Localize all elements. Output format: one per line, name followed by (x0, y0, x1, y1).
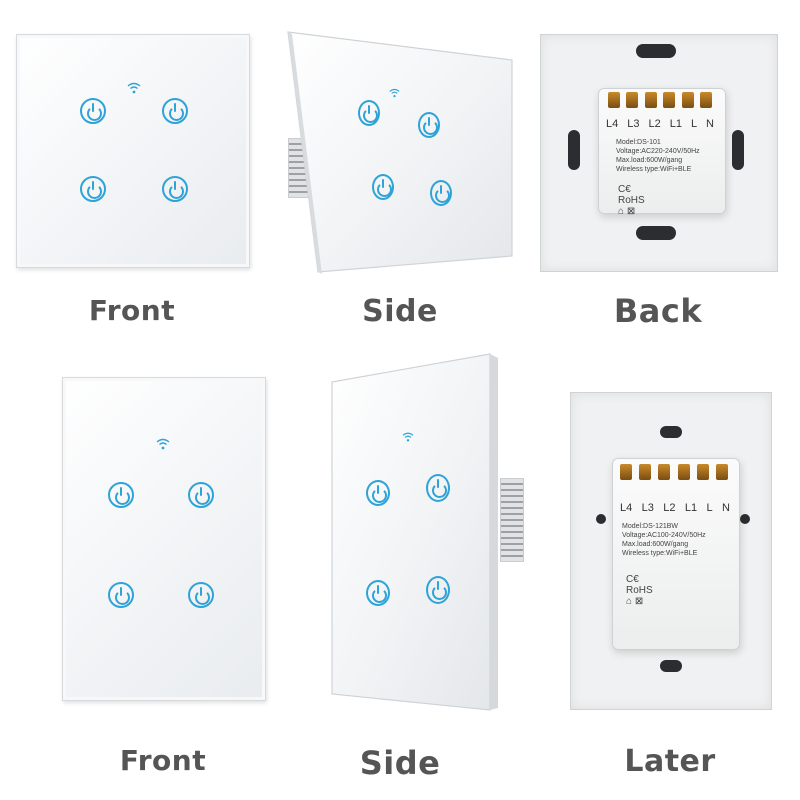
voltage-text: Voltage:AC100-240V/50Hz (622, 532, 706, 539)
max-load-text: Max.load:600W/gang (622, 541, 689, 548)
terminal-labels: L4 L3 L2 L1 L N (606, 118, 714, 130)
power-module (598, 88, 726, 214)
mount-slot (660, 660, 682, 672)
mount-slot (732, 130, 744, 170)
voltage-text: Voltage:AC220-240V/50Hz (616, 148, 700, 155)
terminal (699, 92, 712, 108)
wifi-icon (402, 432, 414, 442)
terminal (644, 92, 657, 108)
terminal (608, 92, 620, 108)
terminal (681, 92, 694, 108)
power-icon (426, 474, 450, 502)
wifi-icon (156, 438, 170, 450)
terminal-labels: L4 L3 L2 L1 L N (620, 502, 730, 514)
terminal-label: L3 (641, 502, 654, 514)
caption-bottom-later: Later (624, 744, 716, 779)
terminal (620, 464, 632, 480)
mount-slot (740, 514, 750, 524)
terminal-label: L1 (684, 502, 698, 514)
power-icon (80, 98, 106, 124)
terminal (663, 92, 676, 108)
power-icon (366, 480, 390, 506)
spec-label: Model:DS-121BW Voltage:AC100-240V/50Hz M… (622, 522, 734, 558)
model-text: Model:DS-101 (616, 139, 661, 146)
caption-top-side: Side (362, 294, 438, 329)
terminal-block (620, 464, 728, 480)
terminal-label: N (706, 118, 714, 130)
terminal-label: L1 (669, 118, 682, 130)
power-icon (162, 176, 188, 202)
terminal-label: L2 (648, 118, 661, 130)
power-icon (162, 98, 188, 124)
terminal (715, 464, 728, 480)
power-icon (426, 576, 450, 604)
max-load-text: Max.load:600W/gang (616, 157, 683, 164)
bottom-side-glass (331, 353, 498, 711)
top-side-glass (287, 31, 513, 274)
model-text: Model:DS-121BW (622, 523, 679, 530)
mount-slot (660, 426, 682, 438)
terminal (626, 92, 639, 108)
wireless-text: Wireless type:WiFi+BLE (616, 166, 692, 173)
caption-bottom-side: Side (359, 744, 441, 782)
power-icon (188, 582, 214, 608)
certification-marks: C€ RoHS ⌂ ⊠ (618, 184, 645, 217)
power-icon (108, 482, 134, 508)
power-module (612, 458, 740, 650)
terminal-label: L3 (627, 118, 640, 130)
power-icon (358, 100, 380, 126)
power-icon (80, 176, 106, 202)
power-icon (188, 482, 214, 508)
terminal-label: L4 (606, 118, 619, 130)
terminal (658, 464, 671, 480)
caption-bottom-front: Front (119, 744, 207, 777)
certification-marks: C€ RoHS ⌂ ⊠ (626, 574, 653, 607)
terminal (677, 464, 690, 480)
mount-slot (568, 130, 580, 170)
terminal-label: L (690, 118, 698, 130)
terminal-label: L4 (620, 502, 633, 514)
spec-label: Model:DS-101 Voltage:AC220-240V/50Hz Max… (616, 138, 716, 174)
mount-slot (636, 44, 676, 58)
terminal (696, 464, 709, 480)
terminal-block (608, 92, 712, 108)
side-fins (500, 478, 524, 562)
power-icon (108, 582, 134, 608)
bottom-front-glass (62, 377, 266, 701)
mount-slot (596, 514, 606, 524)
power-icon (372, 174, 394, 200)
wireless-text: Wireless type:WiFi+BLE (622, 550, 698, 557)
terminal-label: L (706, 502, 713, 514)
terminal-label: N (722, 502, 730, 514)
caption-top-front: Front (88, 294, 176, 327)
mount-slot (636, 226, 676, 240)
power-icon (366, 580, 390, 606)
top-front-glass (16, 34, 250, 268)
caption-top-back: Back (613, 292, 703, 330)
terminal (639, 464, 652, 480)
wifi-icon (127, 82, 141, 94)
terminal-label: L2 (663, 502, 676, 514)
wifi-icon (389, 88, 400, 98)
power-icon (430, 180, 452, 206)
power-icon (418, 112, 440, 138)
